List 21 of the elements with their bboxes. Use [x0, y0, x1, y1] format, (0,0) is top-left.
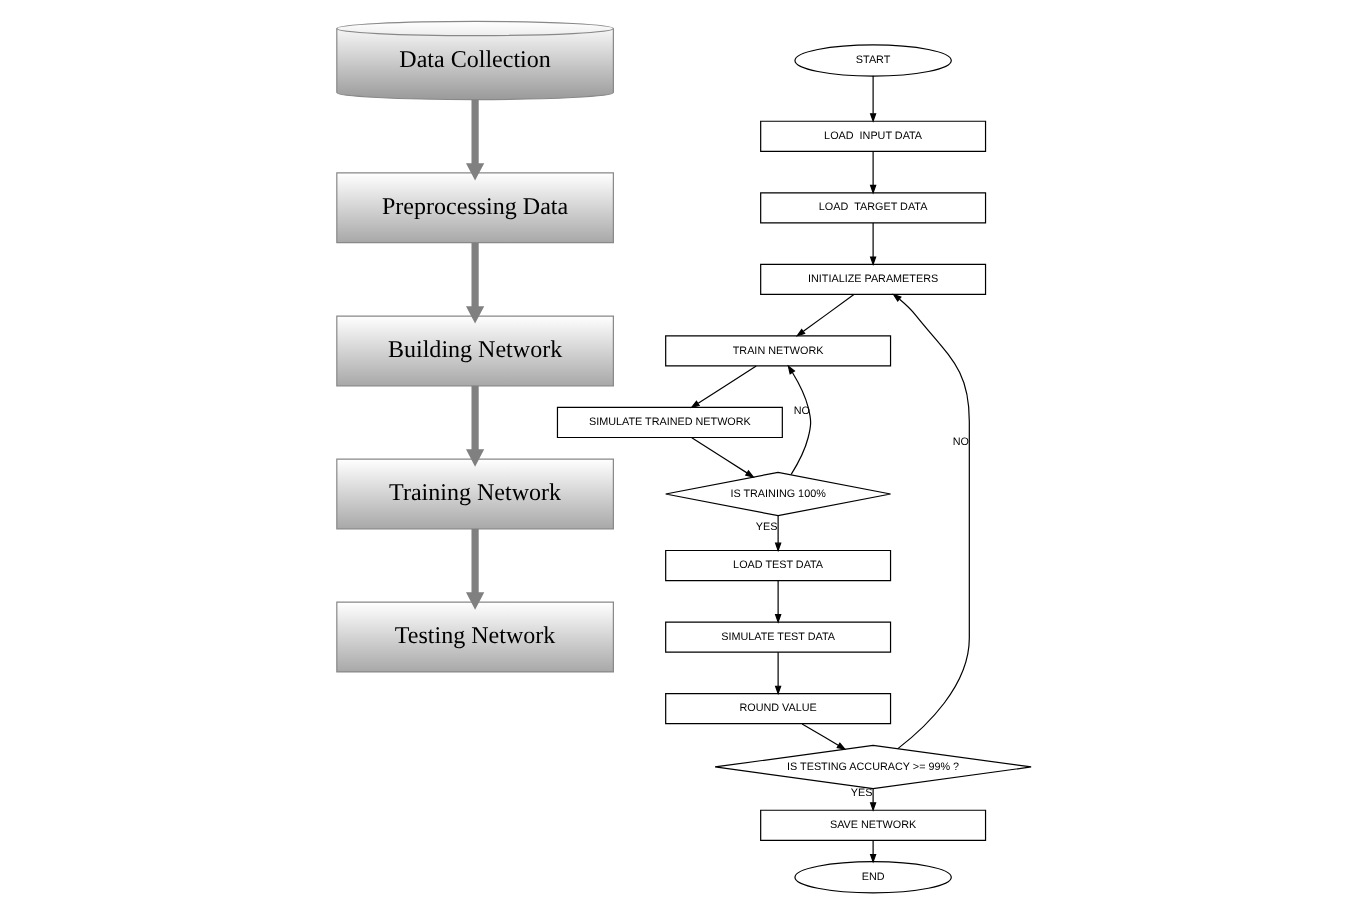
arrow — [787, 364, 812, 475]
arrow — [869, 839, 877, 864]
node-box: Testing Network — [336, 601, 614, 673]
arrow — [801, 723, 847, 750]
arrow — [869, 222, 877, 266]
arrow — [869, 150, 877, 195]
arrow — [466, 242, 485, 324]
node-box: Building Network — [336, 315, 614, 387]
arrow — [774, 651, 782, 696]
arrow — [466, 528, 485, 610]
arrow — [691, 437, 755, 478]
node-box: Training Network — [336, 458, 614, 530]
arrow — [466, 99, 485, 181]
arrow — [774, 580, 782, 624]
node-box: Preprocessing Data — [336, 172, 614, 244]
arrow — [795, 293, 855, 337]
arrow — [869, 788, 877, 812]
arrow — [774, 515, 782, 553]
arrow — [869, 75, 877, 123]
arrow — [466, 385, 485, 467]
arrow — [690, 365, 757, 409]
